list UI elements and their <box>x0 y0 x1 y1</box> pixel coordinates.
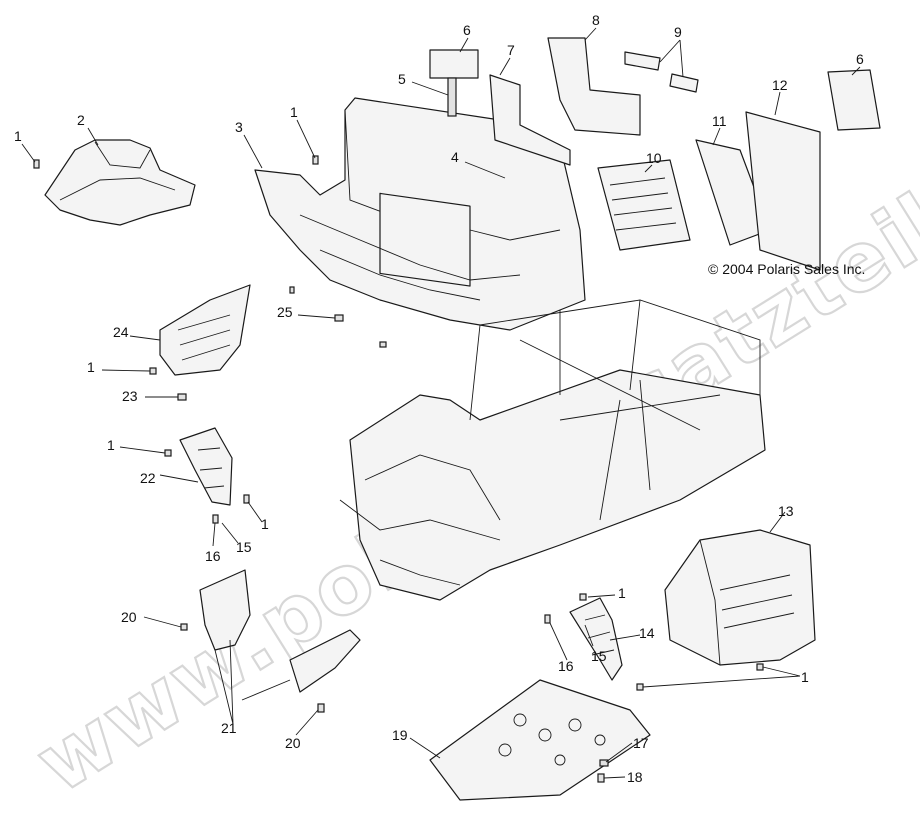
copyright-text: © 2004 Polaris Sales Inc. <box>708 261 865 277</box>
part-9-decals <box>624 51 699 93</box>
part-6-decal-top <box>429 49 479 79</box>
callout-6: 6 <box>856 51 864 67</box>
part-7-decal-strip <box>489 74 571 166</box>
callout-1: 1 <box>261 516 269 532</box>
part-14-bracket <box>569 597 623 681</box>
part-6-decal-right <box>827 69 881 131</box>
callout-4: 4 <box>451 149 459 165</box>
callout-12: 12 <box>772 77 788 93</box>
part-24-side-panel <box>159 284 251 376</box>
callout-16: 16 <box>205 548 221 564</box>
callout-1: 1 <box>107 437 115 453</box>
callout-1: 1 <box>87 359 95 375</box>
part-2-floor-mat <box>44 139 196 226</box>
callout-21: 21 <box>221 720 237 736</box>
part-21-right-panel <box>289 629 361 693</box>
callout-6: 6 <box>463 22 471 38</box>
callout-10: 10 <box>646 150 662 166</box>
callout-1: 1 <box>14 128 22 144</box>
callout-22: 22 <box>140 470 156 486</box>
part-3-rear-cab-panel <box>254 97 586 331</box>
callout-13: 13 <box>778 503 794 519</box>
part-22-bracket <box>179 427 233 506</box>
callout-24: 24 <box>113 324 129 340</box>
callout-20: 20 <box>285 735 301 751</box>
callout-11: 11 <box>712 113 727 129</box>
callout-25: 25 <box>277 304 293 320</box>
part-12-foam-pad <box>745 111 821 271</box>
part-21-left-panel <box>199 569 251 651</box>
part-19-skid-plate <box>429 679 651 801</box>
callout-1: 1 <box>801 669 809 685</box>
callout-15: 15 <box>591 648 607 664</box>
callout-8: 8 <box>592 12 600 28</box>
callout-23: 23 <box>122 388 138 404</box>
callout-17: 17 <box>633 735 649 751</box>
callouts: 1 2 3 1 6 5 7 8 9 4 10 11 12 6 24 25 1 2… <box>14 12 864 785</box>
callout-15: 15 <box>236 539 252 555</box>
callout-1: 1 <box>290 104 298 120</box>
callout-9: 9 <box>674 24 682 40</box>
callout-16: 16 <box>558 658 574 674</box>
part-13-storage-box <box>664 529 816 666</box>
callout-2: 2 <box>77 112 85 128</box>
callout-19: 19 <box>392 727 408 743</box>
callout-3: 3 <box>235 119 243 135</box>
frame-chassis <box>339 299 766 601</box>
callout-5: 5 <box>398 71 406 87</box>
part-5-decal-post <box>447 77 457 117</box>
callout-20: 20 <box>121 609 137 625</box>
leader-lines <box>21 27 861 779</box>
part-10-grille-panel <box>597 159 691 251</box>
callout-7: 7 <box>507 42 515 58</box>
callout-1: 1 <box>618 585 626 601</box>
callout-18: 18 <box>627 769 643 785</box>
part-8-foam-block <box>547 37 641 136</box>
callout-14: 14 <box>639 625 655 641</box>
